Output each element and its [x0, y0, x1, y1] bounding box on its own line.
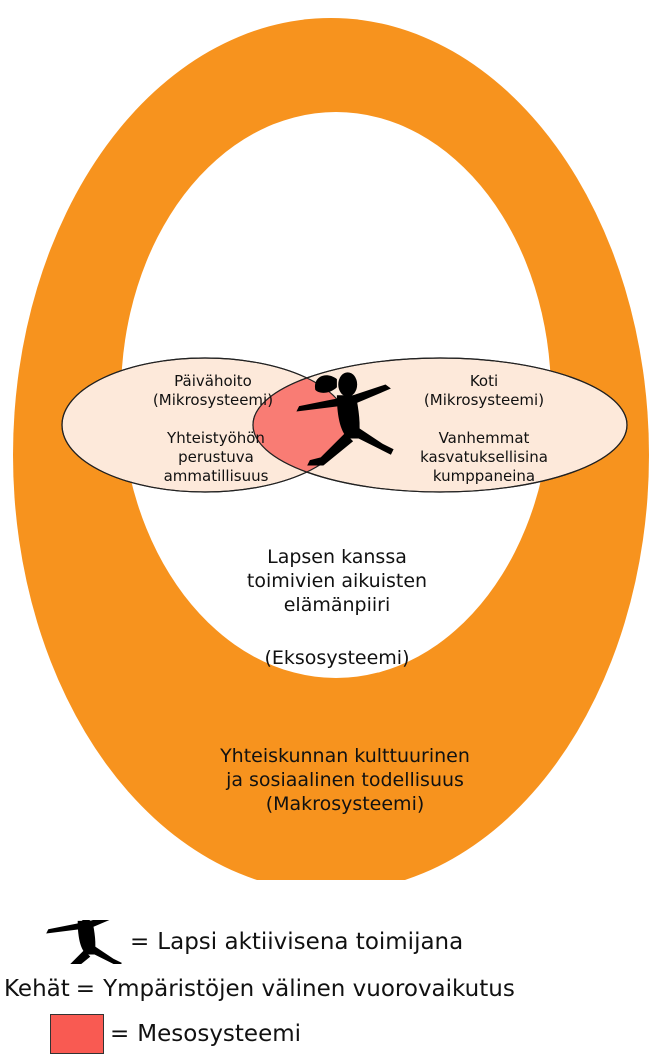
legend-equals: =	[110, 1021, 130, 1047]
micro-right-desc-3: kumppaneina	[433, 467, 535, 485]
legend-child-label: Lapsi aktiivisena toimijana	[157, 929, 464, 955]
legend-rings-label: Ympäristöjen välinen vuorovaikutus	[103, 976, 515, 1002]
ecological-systems-diagram: Päivähoito (Mikrosysteemi) Yhteistyöhön …	[13, 18, 649, 880]
legend-child-row: = Lapsi aktiivisena toimijana	[44, 920, 463, 964]
exo-line-1: Lapsen kanssa	[267, 546, 407, 568]
micro-right-desc-1: Vanhemmat	[439, 429, 530, 447]
micro-left-desc-2: perustuva	[178, 448, 254, 466]
legend-equals: =	[75, 976, 96, 1002]
micro-right-desc-2: kasvatuksellisina	[420, 448, 548, 466]
micro-right-subtitle: (Mikrosysteemi)	[424, 391, 544, 409]
legend-equals: =	[130, 929, 150, 955]
mesosystem-swatch	[50, 1014, 104, 1054]
exo-line-4: (Eksosysteemi)	[264, 647, 409, 669]
micro-left-desc-3: ammatillisuus	[164, 467, 269, 485]
legend-rings-row: Kehät = Ympäristöjen välinen vuorovaikut…	[4, 967, 515, 1011]
micro-left-title: Päivähoito	[174, 372, 252, 390]
micro-left-subtitle: (Mikrosysteemi)	[153, 391, 273, 409]
legend-rings-key: Kehät	[4, 976, 70, 1002]
exo-line-2: toimivien aikuisten	[247, 570, 427, 592]
macro-line-2: ja sosiaalinen todellisuus	[225, 769, 464, 791]
legend-meso-label: Mesosysteemi	[137, 1021, 302, 1047]
jumping-child-icon	[46, 920, 122, 964]
legend-meso-row: = Mesosysteemi	[50, 1012, 301, 1056]
macro-line-3: (Makrosysteemi)	[266, 793, 425, 815]
micro-left-desc-1: Yhteistyöhön	[166, 429, 265, 447]
exo-line-3: elämänpiiri	[284, 594, 391, 616]
micro-right-title: Koti	[470, 372, 498, 390]
macro-line-1: Yhteiskunnan kulttuurinen	[219, 745, 470, 767]
microsystem-right-outline	[252, 357, 628, 493]
